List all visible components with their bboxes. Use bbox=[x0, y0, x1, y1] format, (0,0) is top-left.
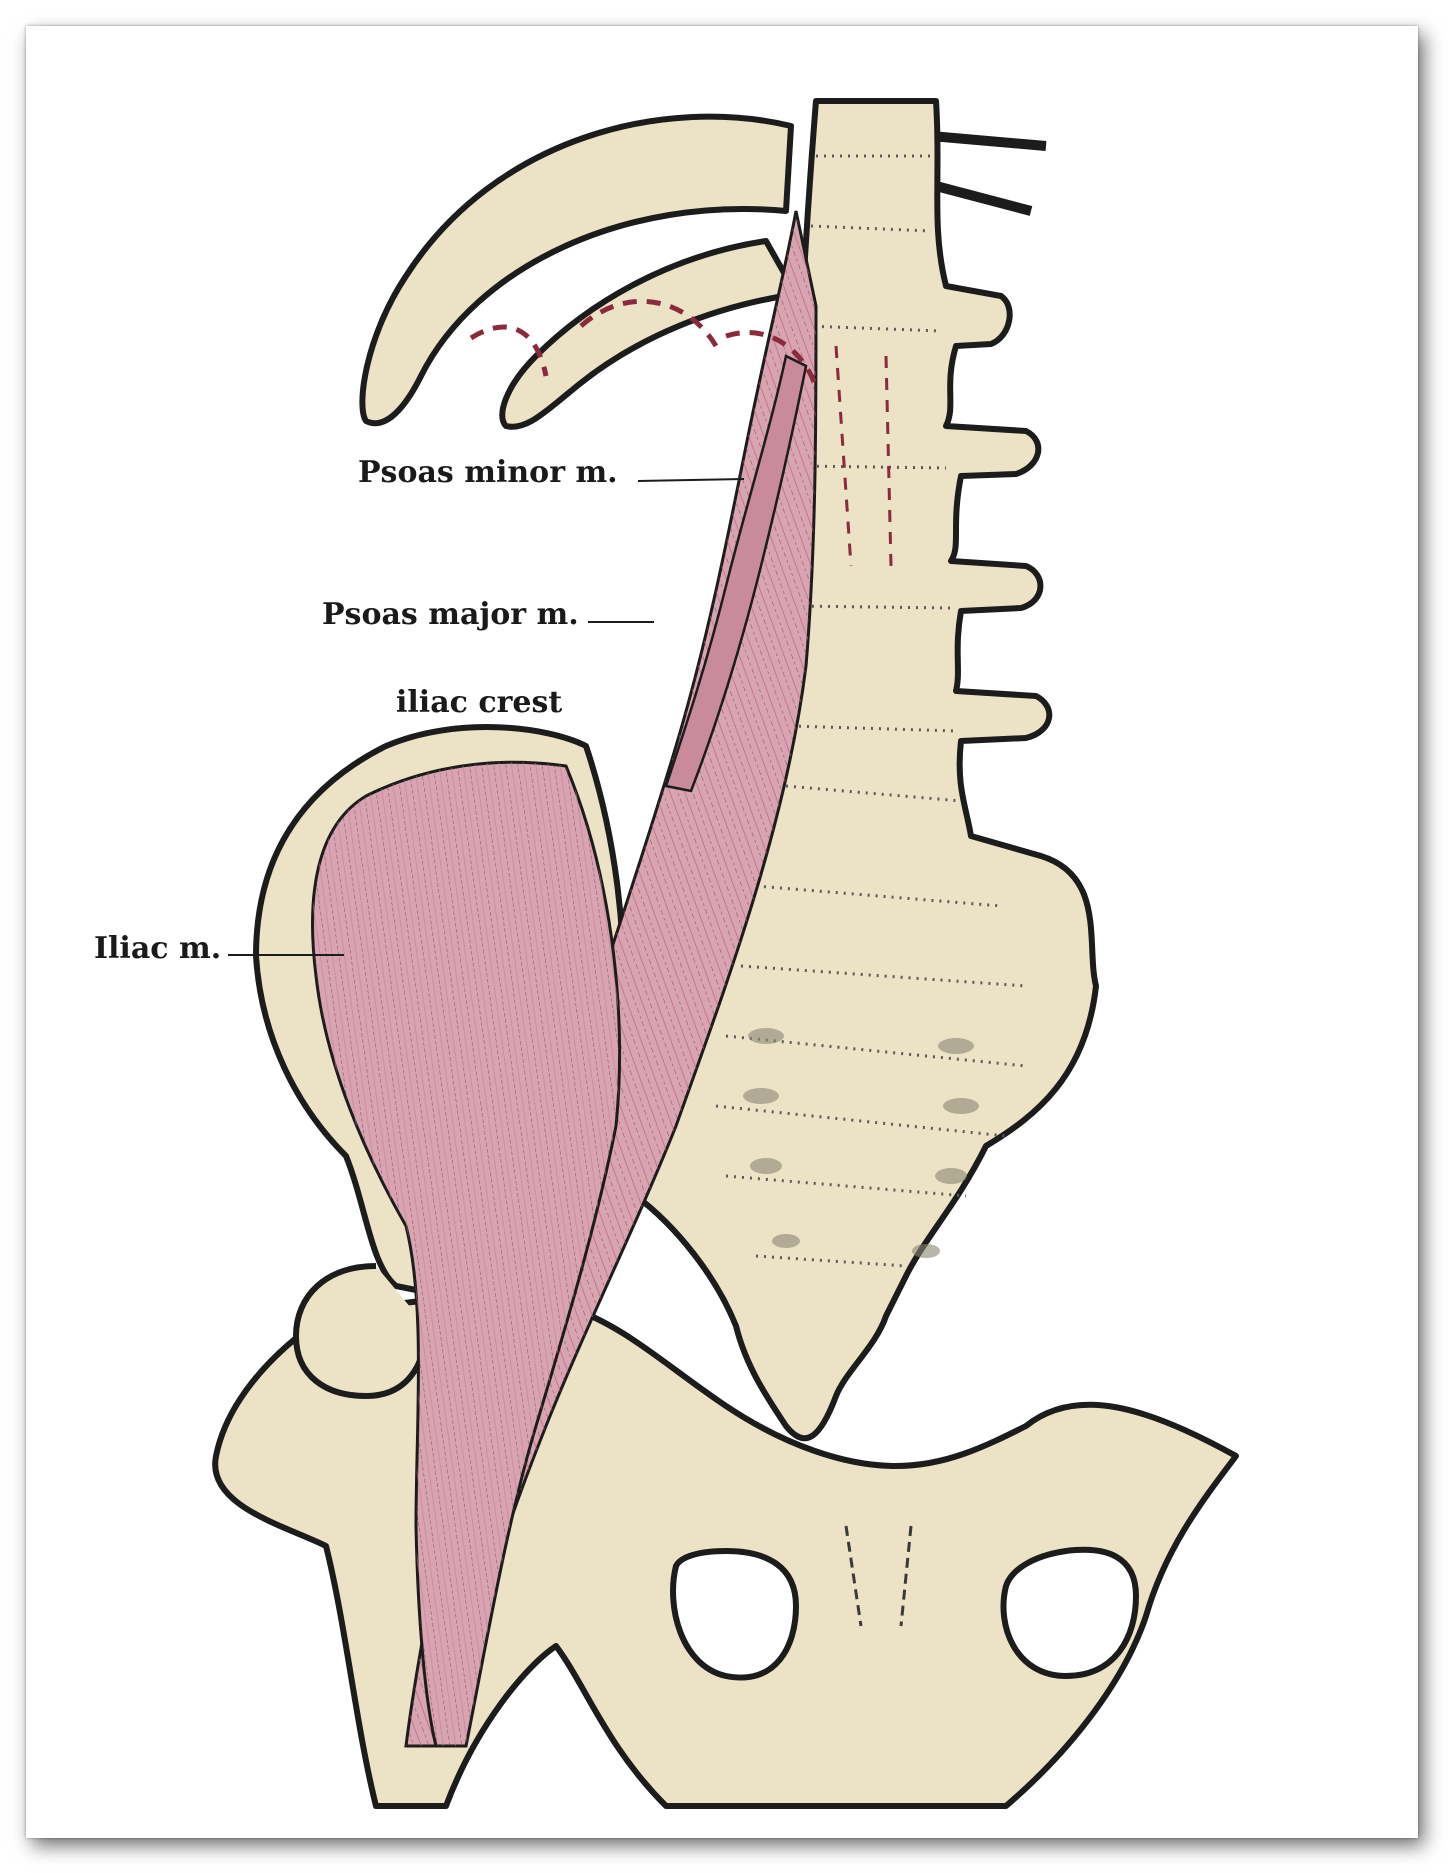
label-iliac: Iliac m. bbox=[94, 931, 222, 966]
pubic-symphysis bbox=[844, 1525, 913, 1627]
rib-upper bbox=[359, 113, 794, 427]
obturator-foramen-left bbox=[670, 1548, 799, 1681]
femoral-head bbox=[293, 1263, 429, 1399]
vertebral-column bbox=[583, 98, 1099, 1442]
rib-right-2 bbox=[934, 181, 1033, 216]
intervertebral-discs bbox=[715, 154, 1027, 1268]
obturator-foramen-right bbox=[1000, 1546, 1139, 1679]
arcuate-ligaments bbox=[469, 298, 893, 567]
leader-lines bbox=[228, 478, 745, 956]
figure-frame: Psoas minor m. Psoas major m. iliac cres… bbox=[26, 26, 1418, 1838]
psoas-minor-muscle bbox=[664, 354, 808, 793]
rib-right-1 bbox=[930, 131, 1047, 151]
sacral-foramina bbox=[743, 1028, 979, 1258]
anatomy-drawing bbox=[212, 98, 1239, 1809]
iliacus-muscle bbox=[311, 760, 621, 1748]
leader-psoas-minor bbox=[637, 478, 745, 482]
label-iliac-crest: iliac crest bbox=[396, 685, 563, 720]
label-psoas-major: Psoas major m. bbox=[322, 597, 579, 632]
rib-lower bbox=[499, 238, 799, 430]
ribs bbox=[359, 113, 1047, 430]
label-psoas-minor: Psoas minor m. bbox=[358, 455, 618, 490]
